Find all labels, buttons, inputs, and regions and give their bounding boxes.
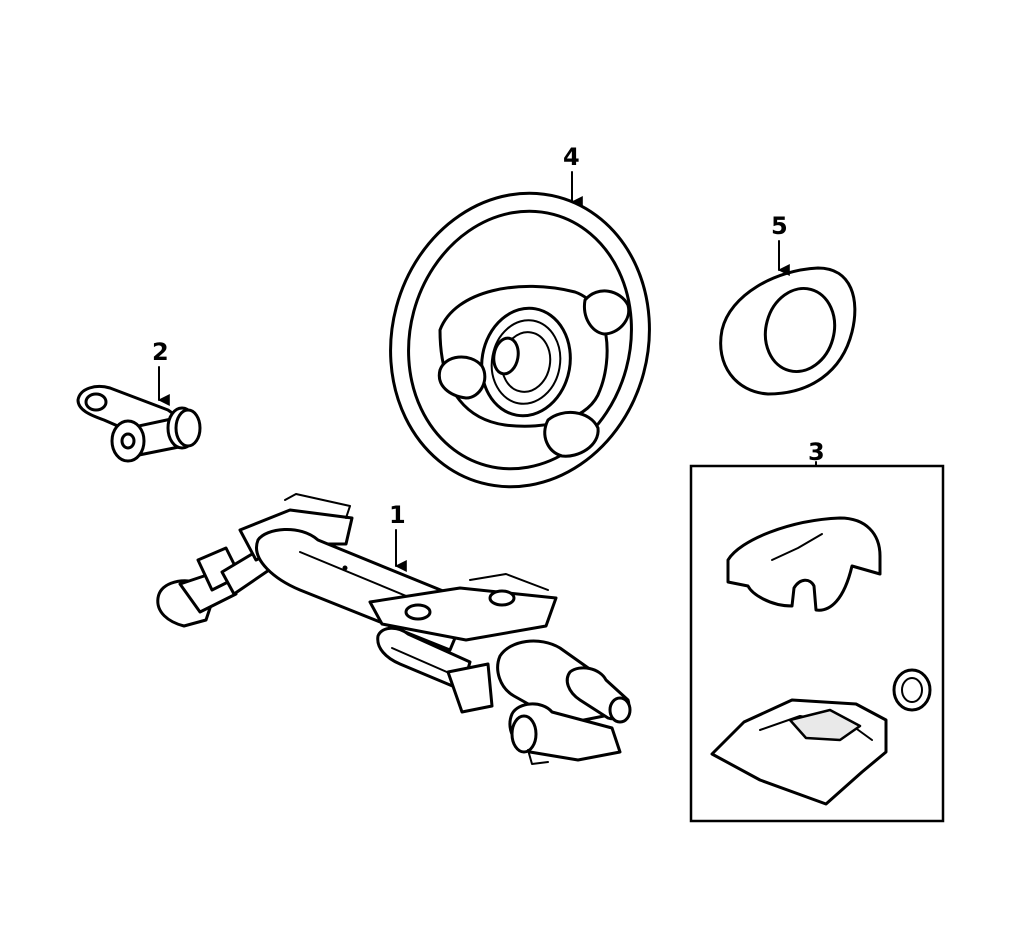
steering-wheel-icon[interactable]	[358, 164, 682, 516]
intermediate-shaft-yoke-icon[interactable]	[76, 385, 202, 463]
callout-2: 2	[152, 338, 169, 366]
horn-pad-cover-icon[interactable]	[719, 266, 857, 396]
steering-column-assembly-icon[interactable]	[156, 493, 632, 765]
callout-5: 5	[771, 212, 788, 240]
callout-1: 1	[389, 501, 406, 529]
callout-4: 4	[563, 143, 580, 171]
column-shroud-set-icon[interactable]	[710, 516, 932, 806]
callout-3: 3	[808, 438, 825, 466]
